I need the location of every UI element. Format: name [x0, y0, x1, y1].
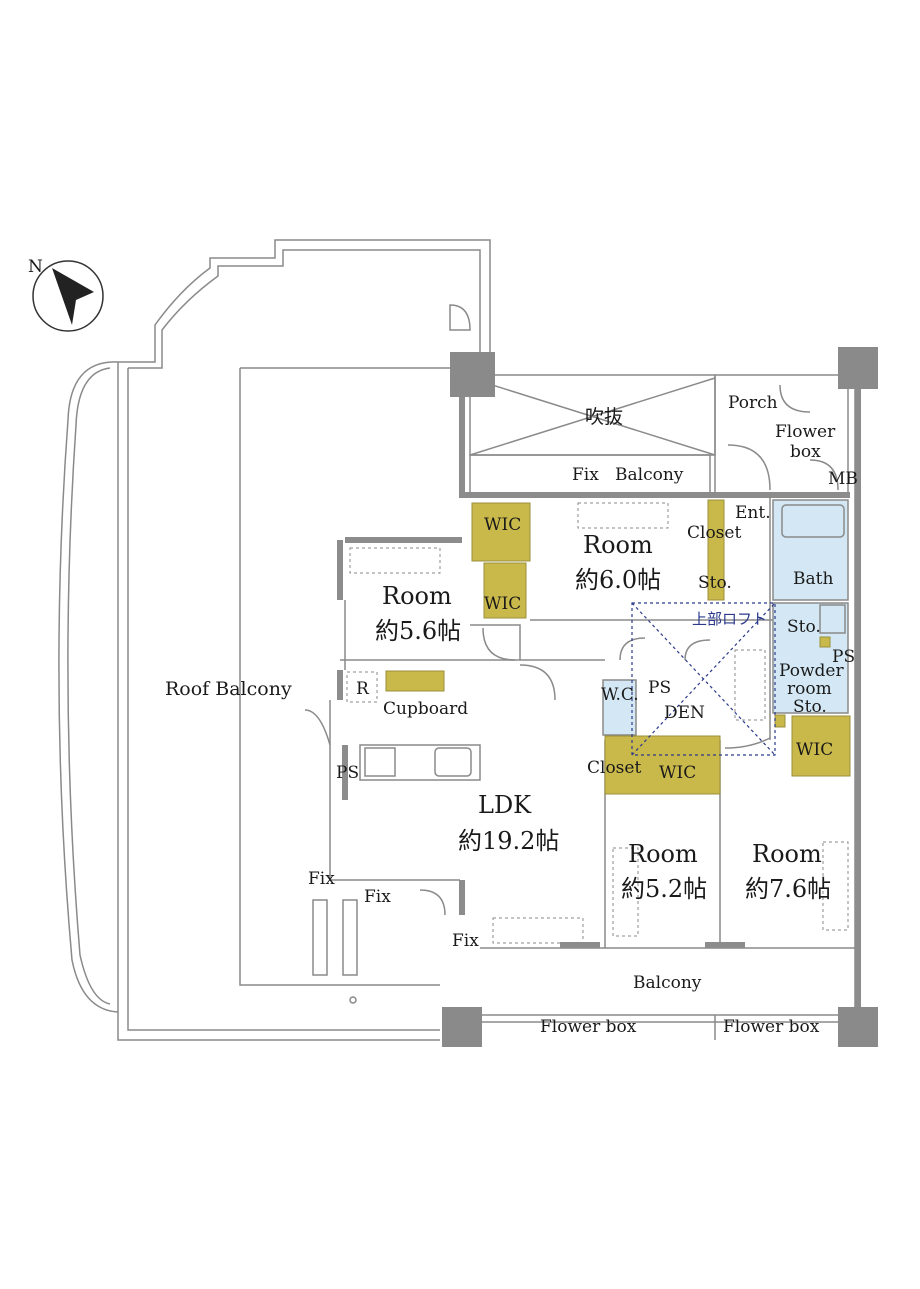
wic-storage [471, 502, 531, 562]
refrigerator-label: R [356, 679, 370, 699]
mb-label: MB [828, 469, 858, 489]
storage-label: Sto. [787, 617, 821, 637]
flower-box-label: box [790, 442, 821, 462]
closet-wic-storage [604, 735, 721, 795]
closet-storage [707, 499, 725, 601]
north-compass-icon: N [28, 257, 104, 332]
balcony-top-label: Balcony [615, 465, 684, 485]
fix-label: Fix [452, 931, 479, 951]
ps-label: PS [648, 678, 671, 698]
wc-label: W.C. [601, 685, 639, 705]
flower-box-label: Flower [775, 422, 836, 442]
kitchen-counter [346, 671, 481, 781]
room-mid-size: 約5.2帖 [621, 875, 707, 903]
compass-label: N [28, 257, 43, 277]
fix-label: Fix [572, 465, 599, 485]
fix-label: Fix [364, 887, 391, 907]
storage-label: Sto. [793, 697, 827, 717]
room-north-size: 約6.0帖 [575, 566, 661, 594]
powder-room-label: Powder [779, 661, 844, 681]
balcony-label: Balcony [633, 973, 702, 993]
room-north-label: Room [583, 531, 653, 559]
wic-label: WIC [796, 740, 833, 760]
flower-box-label: Flower box [723, 1017, 820, 1037]
walls [329, 389, 861, 1040]
wic-label: WIC [659, 763, 696, 783]
room-west-size: 約5.6帖 [375, 617, 461, 645]
column [838, 347, 878, 389]
ldk-size: 約19.2帖 [458, 827, 559, 855]
cupboard-storage [385, 670, 445, 692]
fix-label: Fix [308, 869, 335, 889]
powder-room-area [772, 602, 849, 714]
closet-label: Closet [687, 523, 741, 543]
atrium-label: 吹抜 [585, 406, 623, 428]
den-label: DEN [664, 703, 705, 723]
room-east-size: 約7.6帖 [745, 875, 831, 903]
wic-label: WIC [484, 594, 521, 614]
column [838, 1007, 878, 1047]
room-west-label: Room [382, 582, 452, 610]
entrance-label: Ent. [735, 503, 771, 523]
wc-area [602, 679, 637, 736]
porch-label: Porch [728, 393, 778, 413]
cupboard-label: Cupboard [383, 699, 468, 719]
flower-box-label: Flower box [540, 1017, 637, 1037]
column [442, 1007, 482, 1047]
ps-storage [819, 636, 831, 648]
room-east-label: Room [752, 840, 822, 868]
ldk-label: LDK [478, 791, 532, 819]
ps-label: PS [336, 763, 359, 783]
sto-storage [774, 714, 786, 728]
loft-area [631, 602, 776, 756]
bath-area [772, 499, 849, 601]
doors [304, 384, 839, 916]
ps-label: PS [832, 647, 855, 667]
room-mid-label: Room [628, 840, 698, 868]
wic-right-storage [791, 715, 851, 777]
storage-label: Sto. [698, 573, 732, 593]
powder-room-label: room [787, 679, 832, 699]
wic-label: WIC [484, 515, 521, 535]
closet-label: Closet [587, 758, 641, 778]
roof-balcony-outline [58, 239, 491, 1041]
loft-label: 上部ロフト [692, 610, 767, 628]
wic-storage [483, 562, 527, 619]
roof-balcony-label: Roof Balcony [165, 678, 292, 700]
bath-label: Bath [793, 569, 833, 589]
